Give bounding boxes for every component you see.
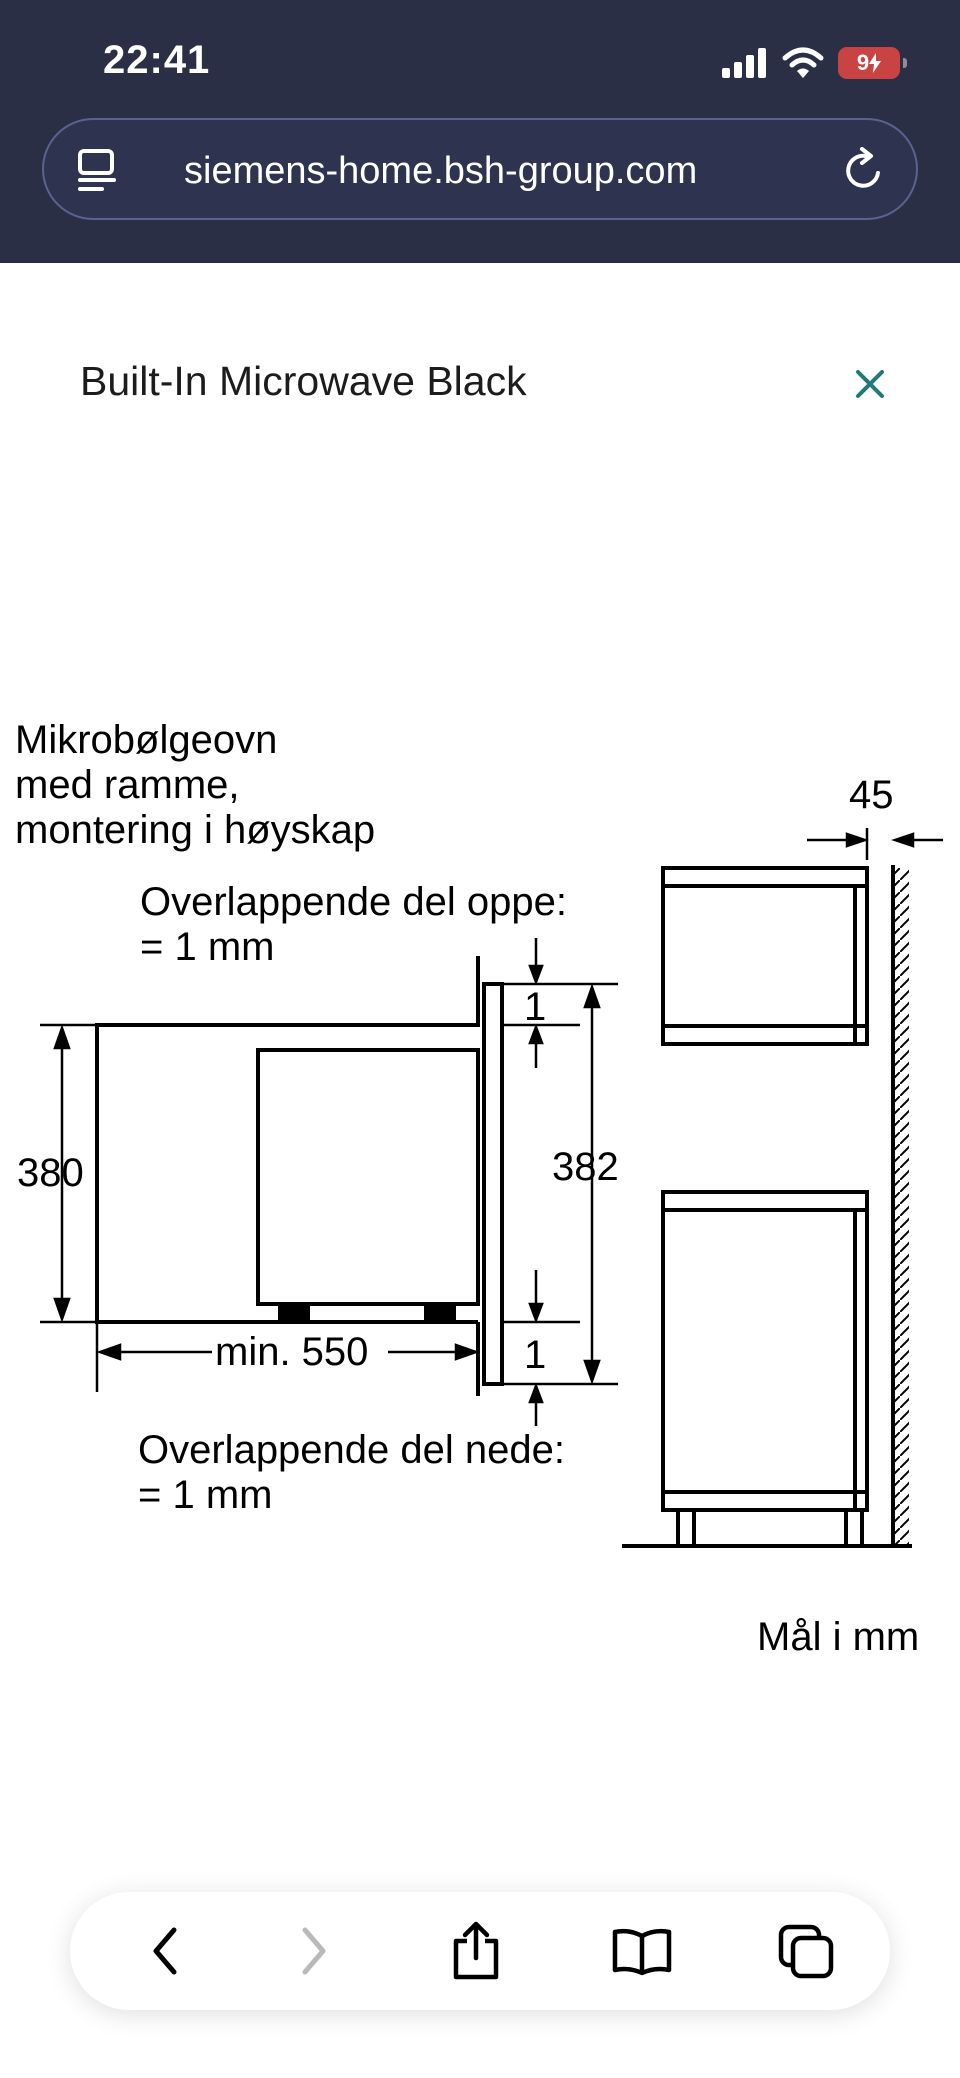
- wall-gap-dimension: [807, 828, 943, 860]
- drawing-heading-line-1: Mikrobølgeovn: [15, 718, 277, 762]
- overlap-top-value: = 1 mm: [140, 925, 274, 969]
- forward-button[interactable]: [264, 1892, 364, 2010]
- back-button[interactable]: [115, 1892, 215, 2010]
- tabs-icon: [778, 1924, 834, 1979]
- height-dimension: [40, 1023, 97, 1324]
- units-note: Mål i mm: [757, 1615, 919, 1659]
- top-gap-value: 1: [524, 985, 546, 1029]
- browser-chrome: 22:41 9 siemens-home.bsh-group.com: [0, 0, 960, 263]
- share-button[interactable]: [426, 1892, 526, 2010]
- depth-dimension: [95, 1322, 480, 1392]
- bottom-toolbar: [70, 1892, 890, 2010]
- frame-height-value: 382: [552, 1145, 619, 1189]
- cellular-signal-icon: [722, 48, 766, 78]
- overlap-top-label: Overlappende del oppe:: [140, 880, 567, 924]
- close-icon[interactable]: [848, 362, 892, 406]
- battery-indicator: 9: [838, 47, 907, 79]
- drawing-heading-line-3: montering i høyskap: [15, 808, 375, 852]
- battery-level: 9: [856, 50, 870, 75]
- installation-drawing: Mikrobølgeovn med ramme, montering i høy…: [15, 718, 943, 1659]
- bottom-gap-value: 1: [524, 1333, 546, 1377]
- tall-cabinet: [622, 866, 912, 1548]
- depth-dimension-value: min. 550: [215, 1330, 368, 1374]
- share-icon: [453, 1921, 499, 1980]
- overlap-bottom-label: Overlappende del nede:: [138, 1428, 565, 1472]
- charging-bolt-icon: [869, 53, 882, 73]
- bookmarks-button[interactable]: [592, 1892, 692, 2010]
- tabs-button[interactable]: [756, 1892, 856, 2010]
- overlap-bottom-value: = 1 mm: [138, 1473, 272, 1517]
- status-time: 22:41: [103, 38, 211, 82]
- page-title: Built-In Microwave Black: [80, 358, 527, 404]
- wall-hatch: [893, 868, 909, 1546]
- chevron-right-icon: [302, 1927, 326, 1975]
- wifi-icon: [782, 47, 824, 78]
- status-icons: 9: [722, 46, 907, 80]
- tab-overview-icon[interactable]: [76, 148, 120, 194]
- book-icon: [612, 1928, 672, 1976]
- drawing-heading-line-2: med ramme,: [15, 763, 240, 807]
- frame-dimensions: [502, 938, 618, 1426]
- reload-icon[interactable]: [842, 147, 886, 193]
- url-text[interactable]: siemens-home.bsh-group.com: [184, 150, 698, 192]
- height-dimension-value: 380: [17, 1151, 84, 1195]
- address-bar[interactable]: siemens-home.bsh-group.com: [42, 118, 918, 220]
- chevron-left-icon: [153, 1927, 177, 1975]
- wall-gap-value: 45: [849, 773, 894, 817]
